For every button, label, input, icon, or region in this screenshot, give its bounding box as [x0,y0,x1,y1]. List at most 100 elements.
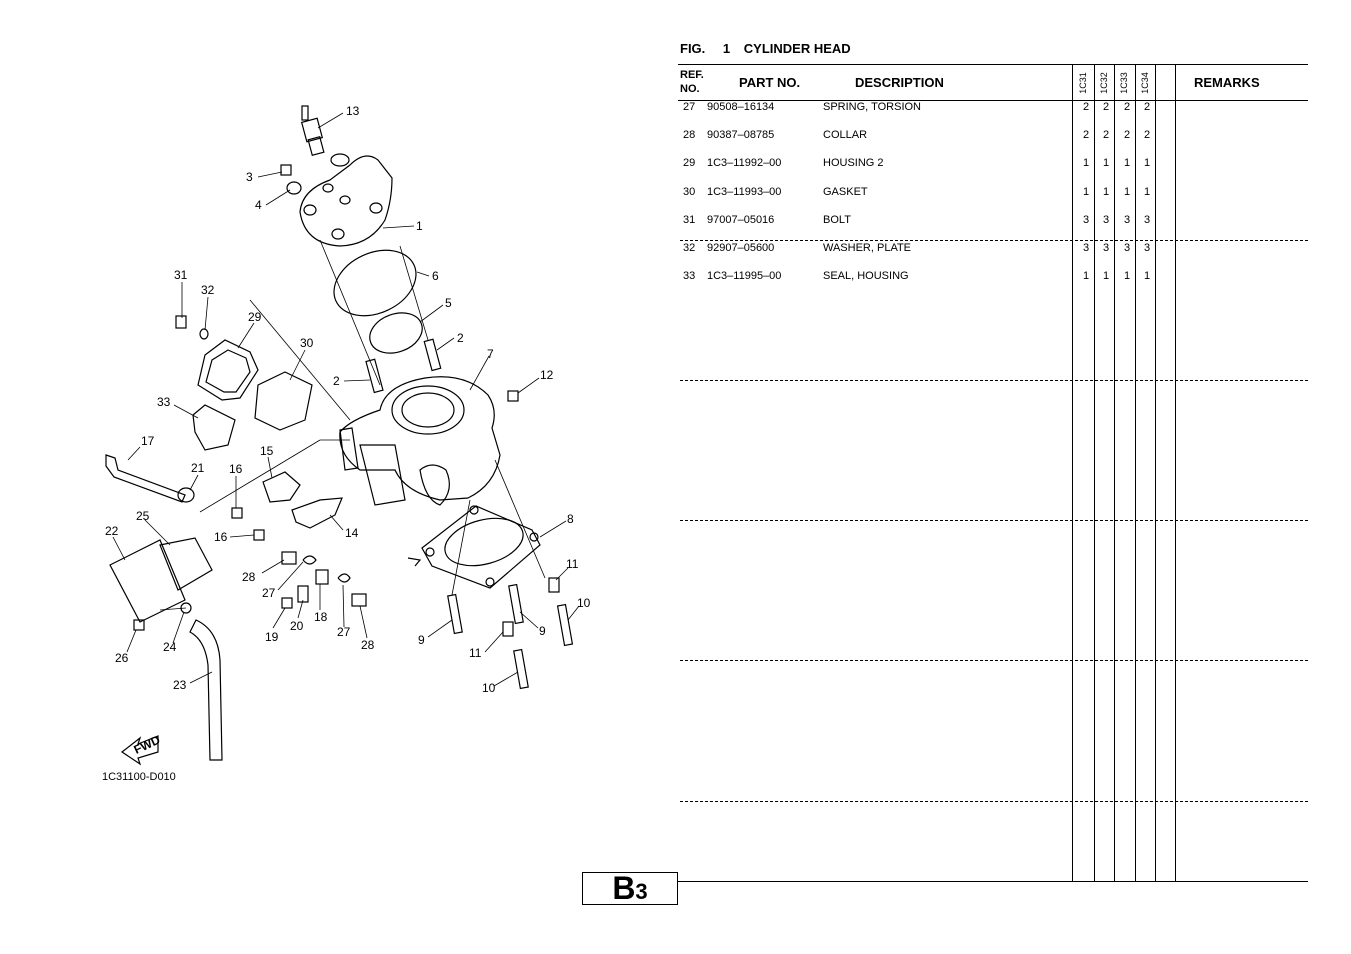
qty-1c32: 3 [1103,242,1110,254]
qty-1c34: 3 [1144,242,1151,254]
qty-1c32: 1 [1103,186,1110,198]
ref-no: 27 [683,101,696,113]
qty-1c34: 1 [1144,186,1151,198]
qty-1c33: 1 [1124,270,1131,282]
part-no: 97007–05016 [707,214,775,226]
part-no: 1C3–11993–00 [707,186,782,198]
exploded-parts-diagram: 13 3 4 1 6 5 2 2 7 12 31 32 29 30 33 17 … [105,104,591,766]
stud-2b-drawing [423,338,442,372]
callout-30: 30 [300,336,314,350]
bolt-31-drawing [175,315,187,329]
ref-no: 30 [683,186,696,198]
lever-15-drawing [262,471,301,503]
stud-9b-drawing [508,583,524,625]
valve-14-drawing [291,497,343,529]
header-part-no: PART NO. [739,75,801,90]
part-no: 1C3–11995–00 [707,270,782,282]
stud-2a-drawing [365,358,384,394]
header-remarks: REMARKS [1194,75,1260,90]
gasket-6-drawing [333,249,417,317]
qty-1c33: 1 [1124,186,1131,198]
callout-18: 18 [314,610,328,624]
screw-19-drawing [281,597,293,609]
nut-12-drawing [507,390,519,402]
drawing-number: 1C31100-D010 [102,771,176,783]
seal-33-drawing [192,404,236,451]
qty-1c31: 2 [1083,101,1090,113]
leader-lines [112,112,580,687]
callout-1: 1 [416,219,423,233]
qty-1c34: 1 [1144,157,1151,169]
callout-29: 29 [248,310,262,324]
qty-1c34: 2 [1144,101,1151,113]
callout-28b: 28 [361,638,375,652]
description: SEAL, HOUSING [823,270,909,282]
figure-number: 1 [722,41,731,56]
qty-1c31: 3 [1083,242,1090,254]
description: SPRING, TORSION [823,101,922,113]
callout-14: 14 [345,526,359,540]
stud-10a-drawing [556,603,574,647]
description: WASHER, PLATE [823,242,912,254]
qty-1c32: 1 [1103,270,1110,282]
clip-18-drawing [315,569,329,585]
callout-13: 13 [346,104,360,118]
qty-1c31: 1 [1083,270,1090,282]
ref-no: 32 [683,242,696,254]
qty-1c31: 1 [1083,157,1090,169]
callout-23: 23 [173,678,187,692]
header-ref-no: REF. NO. [680,69,704,95]
description: BOLT [823,214,851,226]
callout-26: 26 [115,651,129,665]
callout-24: 24 [163,640,177,654]
callout-4: 4 [255,198,262,212]
cylinder-head-drawing [299,153,393,247]
callout-8: 8 [567,512,574,526]
callout-3: 3 [246,170,253,184]
part-no: 90387–08785 [707,129,775,141]
callout-2a: 2 [457,331,464,345]
shaft-17-drawing [105,454,186,503]
gasket-30-drawing [254,371,313,431]
plate-20-drawing [297,585,309,603]
qty-1c33: 2 [1124,101,1131,113]
page-code-letter: B [612,870,636,906]
gasket-25-drawing [159,537,213,591]
header-model-4: 1C34 [1140,72,1150,94]
callout-31: 31 [174,268,188,282]
base-gasket-drawing [407,505,541,589]
callout-11a: 11 [566,557,579,571]
nut-11a-drawing [548,577,560,593]
callout-11b: 11 [469,646,482,660]
figure-title: FIG. 1 CYLINDER HEAD [680,41,851,56]
callout-27b: 27 [337,625,351,639]
callout-27a: 27 [262,586,276,600]
bolt-26-drawing [133,619,145,631]
cover-22-drawing [109,539,186,623]
qty-1c33: 3 [1124,214,1131,226]
qty-1c31: 1 [1083,186,1090,198]
washer-32-drawing [199,328,209,340]
part-no: 92907–05600 [707,242,775,254]
callout-7: 7 [487,347,494,361]
qty-1c34: 1 [1144,270,1151,282]
description: COLLAR [823,129,868,141]
figure-name: CYLINDER HEAD [743,41,851,56]
callout-6: 6 [432,269,439,283]
callout-28a: 28 [242,570,256,584]
qty-1c34: 3 [1144,214,1151,226]
figure-label: FIG. [680,41,706,56]
page-code: B3 [582,872,678,905]
callout-9b: 9 [539,624,546,638]
washer-4-drawing [286,181,302,195]
callout-20: 20 [290,619,304,633]
stud-9a-drawing [447,593,463,635]
callout-16a: 16 [229,462,243,476]
qty-1c33: 3 [1124,242,1131,254]
ref-no: 29 [683,157,696,169]
part-no: 90508–16134 [707,101,775,113]
ring-21-drawing [177,487,195,503]
qty-1c32: 2 [1103,129,1110,141]
qty-1c32: 1 [1103,157,1110,169]
bolt-16b-drawing [253,529,265,541]
